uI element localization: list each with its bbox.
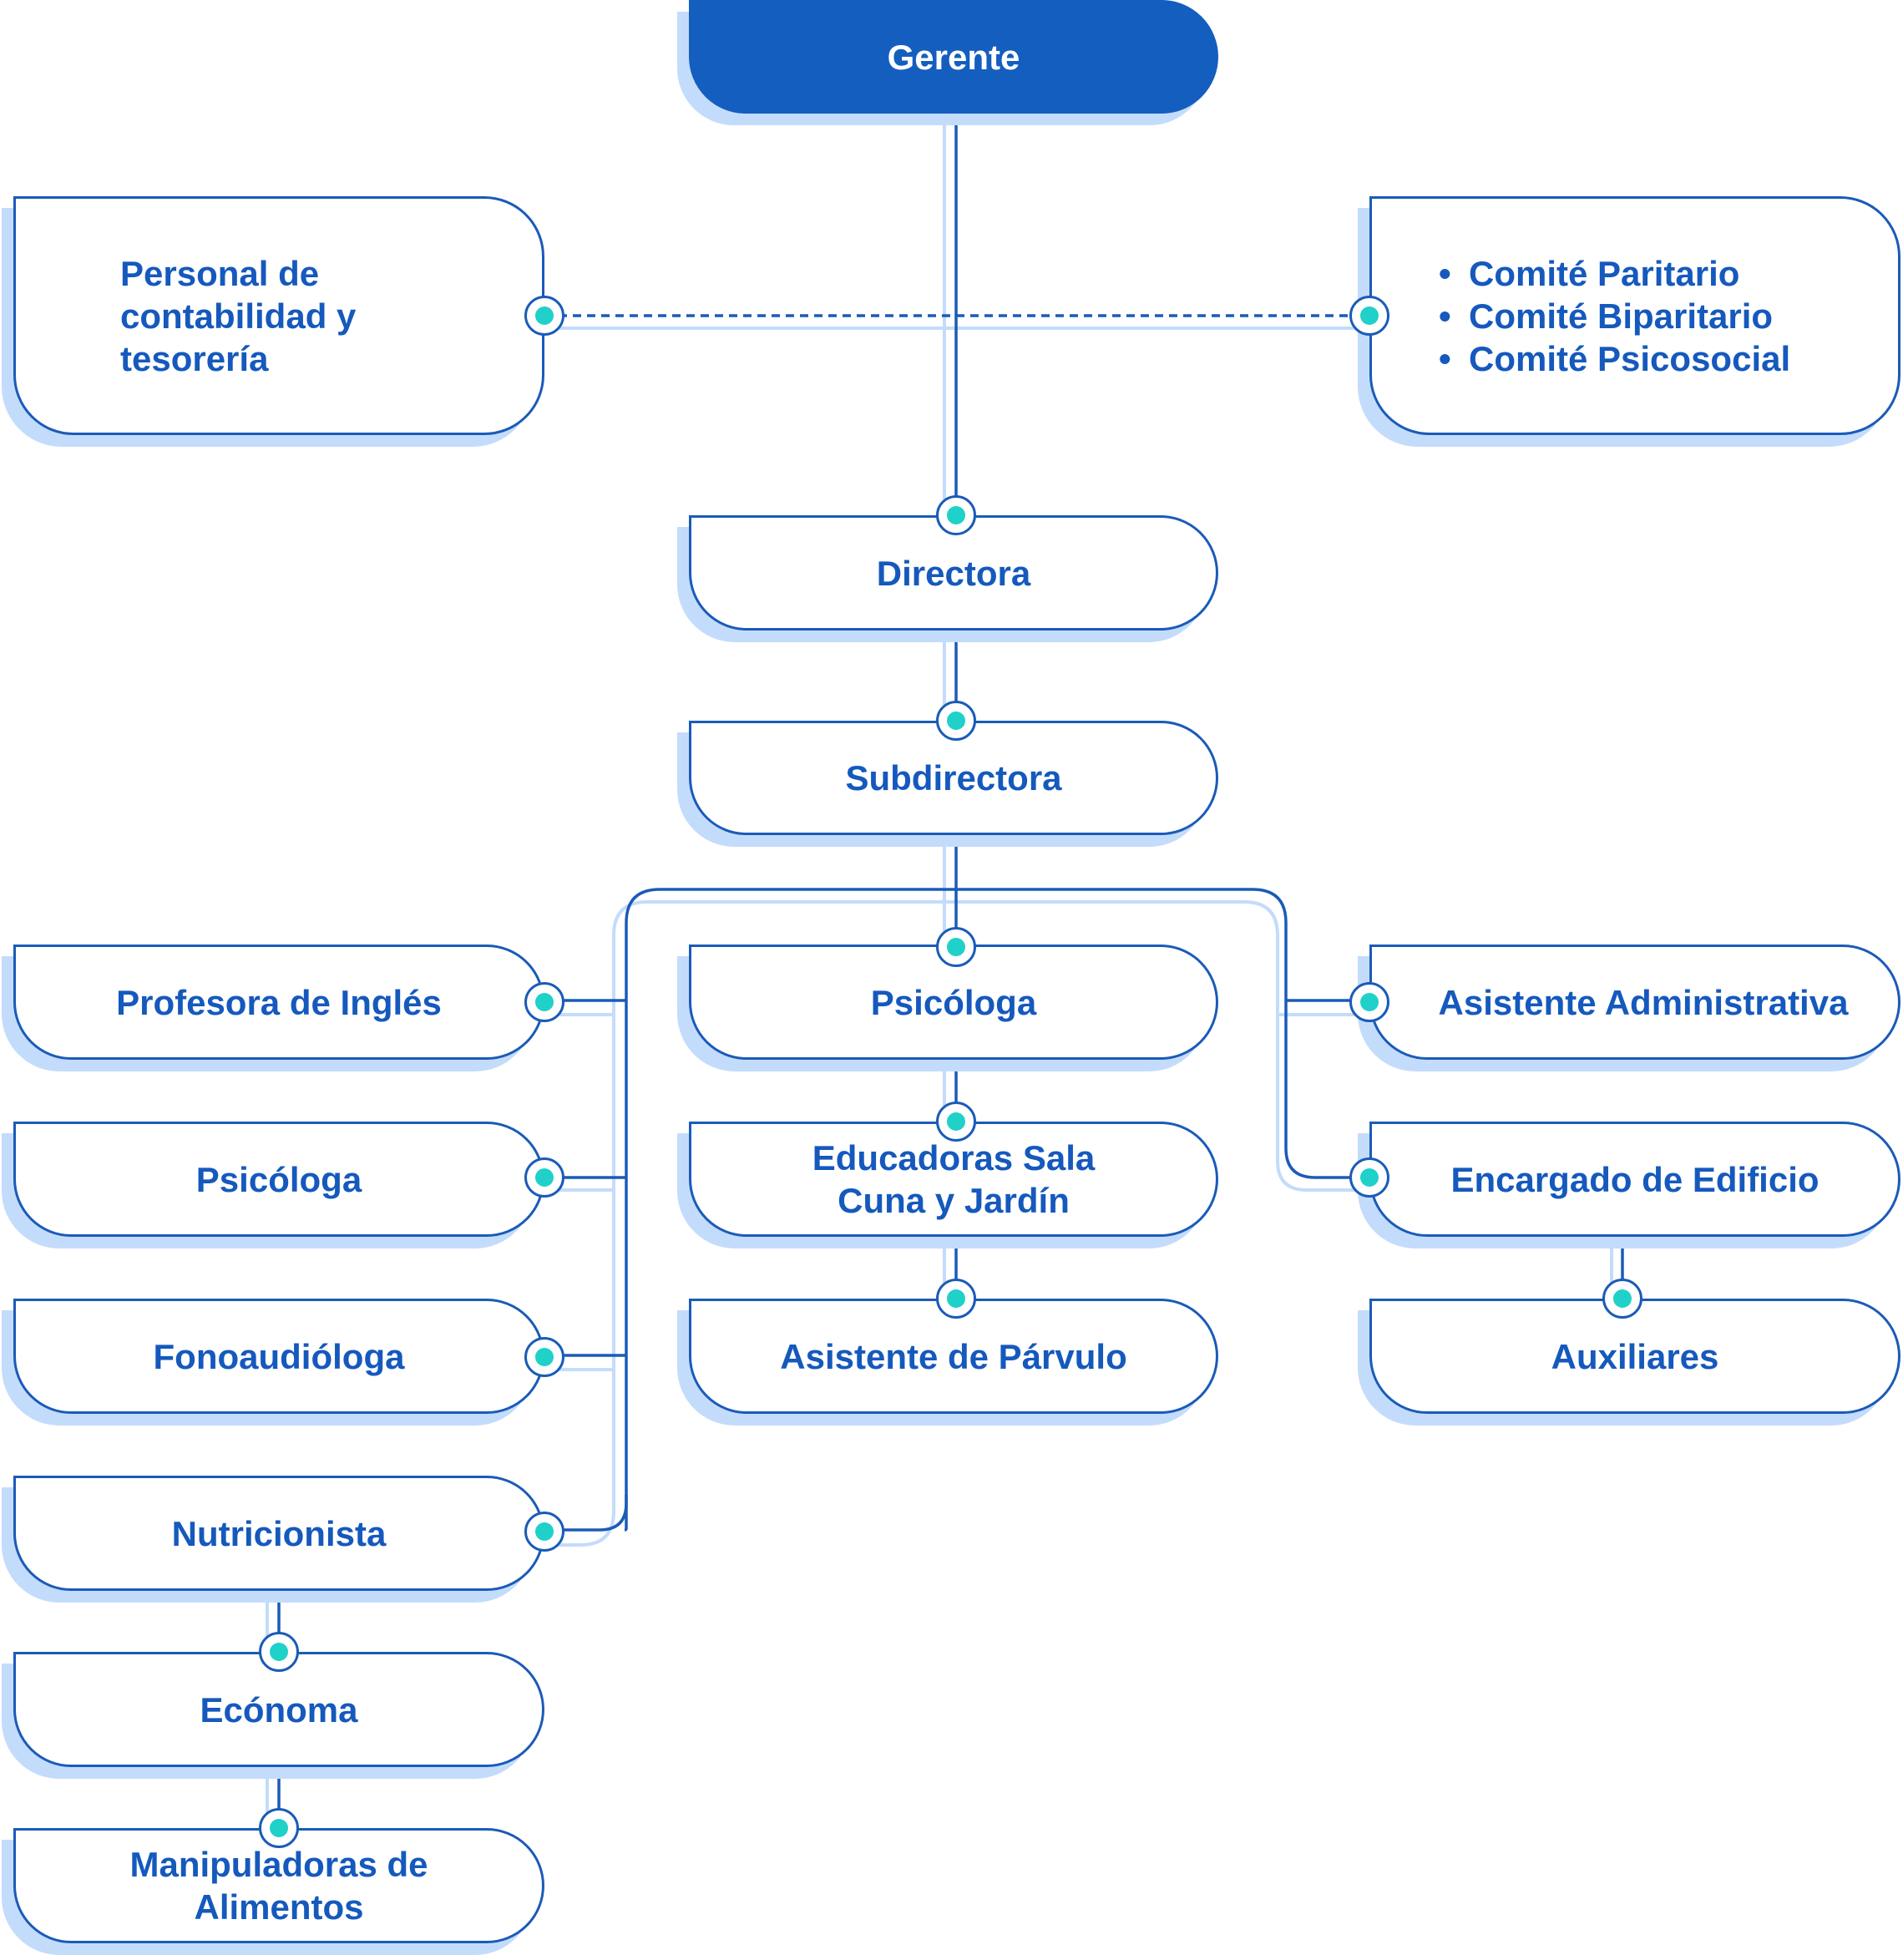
node-encargado-edificio: Encargado de Edificio xyxy=(1358,1122,1900,1248)
node-asistente-admin: Asistente Administrativa xyxy=(1358,945,1900,1071)
connector-dot xyxy=(524,982,564,1022)
connector-dot xyxy=(259,1808,299,1848)
node-gerente: Gerente xyxy=(677,0,1218,125)
connector-dot xyxy=(936,701,976,741)
node-nutricionista-label: Nutricionista xyxy=(13,1476,544,1591)
node-contabilidad-label: Personal de contabilidad y tesorería xyxy=(13,196,544,435)
connector-dot xyxy=(1349,982,1389,1022)
connector-dot xyxy=(936,495,976,535)
node-nutricionista: Nutricionista xyxy=(2,1476,544,1603)
connector-dot xyxy=(1349,296,1389,336)
node-psicologa-center: Psicóloga xyxy=(677,945,1218,1071)
node-comites: Comité Paritario Comité Biparitario Comi… xyxy=(1358,196,1900,447)
node-encargado-edificio-label: Encargado de Edificio xyxy=(1369,1122,1900,1237)
node-psicologa-left-label: Psicóloga xyxy=(13,1122,544,1237)
node-contabilidad: Personal de contabilidad y tesorería xyxy=(2,196,544,447)
comite-item: Comité Psicosocial xyxy=(1439,337,1790,380)
node-psicologa-left: Psicóloga xyxy=(2,1122,544,1248)
connector-dot xyxy=(936,927,976,967)
connector-dot xyxy=(524,1337,564,1377)
node-psicologa-center-label: Psicóloga xyxy=(689,945,1218,1060)
connector-dot xyxy=(1349,1157,1389,1198)
node-fonoaudiologa-label: Fonoaudióloga xyxy=(13,1299,544,1414)
node-auxiliares: Auxiliares xyxy=(1358,1299,1900,1426)
connector-dot xyxy=(524,1157,564,1198)
node-subdirectora: Subdirectora xyxy=(677,721,1218,847)
connector-dot xyxy=(524,296,564,336)
node-gerente-label: Gerente xyxy=(689,0,1218,114)
connector-dot xyxy=(1602,1279,1642,1319)
connector-dot xyxy=(936,1279,976,1319)
node-profesora-ingles-label: Profesora de Inglés xyxy=(13,945,544,1060)
comites-list: Comité Paritario Comité Biparitario Comi… xyxy=(1439,252,1790,380)
node-auxiliares-label: Auxiliares xyxy=(1369,1299,1900,1414)
comite-item: Comité Biparitario xyxy=(1439,295,1790,337)
comite-item: Comité Paritario xyxy=(1439,252,1790,295)
node-fonoaudiologa: Fonoaudióloga xyxy=(2,1299,544,1426)
node-asistente-admin-label: Asistente Administrativa xyxy=(1369,945,1900,1060)
node-asistente-parvulo: Asistente de Párvulo xyxy=(677,1299,1218,1426)
connector-dot xyxy=(936,1102,976,1142)
node-manipuladoras: Manipuladoras de Alimentos xyxy=(2,1828,544,1955)
node-profesora-ingles: Profesora de Inglés xyxy=(2,945,544,1071)
connector-dot xyxy=(259,1632,299,1672)
connector-dot xyxy=(524,1512,564,1552)
